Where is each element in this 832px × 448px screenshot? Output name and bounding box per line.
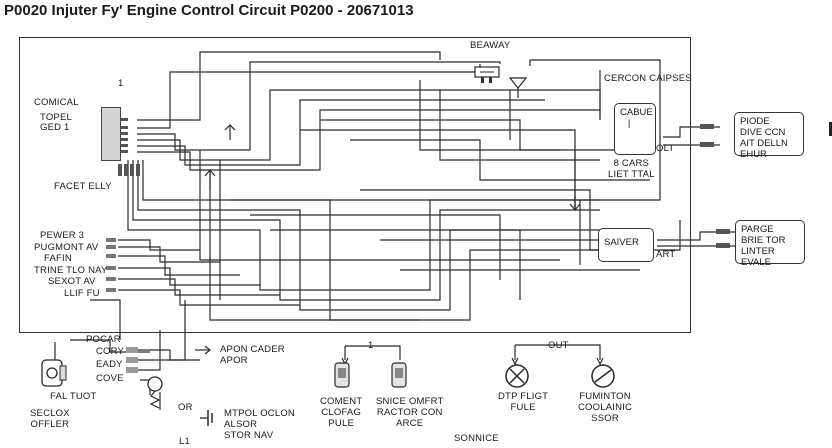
- out-label: OUT: [548, 340, 569, 351]
- snice-label: SNICE OMFRT RACTOR CON ARCE: [376, 396, 444, 429]
- left-connector-pins: [106, 238, 116, 292]
- bottom-connector-pins: [126, 347, 138, 373]
- fuminton-label: FUMINTON COOLAINIC SSOR: [578, 391, 633, 424]
- trine-label: TRINE TLO NAY: [34, 265, 108, 276]
- saiver-box: SAIVER: [598, 228, 654, 262]
- slash-circle-icon: [591, 364, 615, 388]
- eady-label: EADY: [96, 359, 123, 370]
- prohibit-circle-icon: [505, 364, 529, 388]
- ecu-harness-wires: [127, 51, 681, 321]
- piode-box-text: PIODE DIVE CCN AIT DELLN EHUR: [740, 116, 788, 160]
- pugmont-label: PUGMONT AV: [34, 242, 99, 253]
- fuse-icon: [334, 362, 407, 388]
- facet-label: FACET ELLY: [54, 181, 112, 192]
- llif-label: LLIF FU: [64, 288, 100, 299]
- dtp-label: DTP FLIGT FULE: [498, 391, 549, 413]
- cabue-box: CABUE |: [614, 103, 656, 155]
- pewer-label: PEWER 3: [40, 230, 85, 241]
- fal-tuot-label: FAL TUOT: [50, 391, 97, 402]
- fafin-label: FAFIN: [44, 253, 72, 264]
- cercon-label: CERCON CAIPSES: [604, 73, 692, 84]
- ged-label: GED 1: [40, 122, 70, 133]
- parge-box-text: PARGE BRIE TOR LINTER EVALE: [741, 224, 786, 268]
- topel-label: TOPEL: [40, 112, 72, 123]
- arrow-heads: [195, 124, 652, 366]
- bottom-wires: [54, 299, 601, 410]
- mtpol-label: MTPOL OCLON ALSOR STOR NAV: [224, 408, 295, 441]
- ecu-pins: [118, 118, 140, 176]
- page-title: P0020 Injuter Fy' Engine Control Circuit…: [4, 2, 414, 19]
- relay-icon: [508, 77, 528, 98]
- coolant-sensor-icon: [147, 376, 163, 409]
- sexot-label: SEXOT AV: [48, 276, 96, 287]
- pocar-label: POCAR: [86, 334, 121, 345]
- right-terminal-pins: [700, 124, 730, 248]
- pin-label: 1: [118, 78, 124, 89]
- left-input-wires: [118, 239, 300, 306]
- art-label: ART: [656, 249, 676, 260]
- edge-marker: [829, 122, 832, 136]
- sensor-connector-icon: [41, 359, 67, 387]
- top-connector-block: [474, 66, 500, 83]
- parge-box: PARGE BRIE TOR LINTER EVALE: [735, 220, 805, 268]
- saiver-box-text: SAIVER: [604, 237, 639, 248]
- beaway-label: BEAWAY: [470, 40, 511, 51]
- sonnice-label: SONNICE: [454, 433, 499, 444]
- diagram-frame: [19, 37, 691, 333]
- seclox-label: SECLOX OFFLER: [30, 408, 70, 430]
- cabue-box-text: CABUE |: [620, 107, 653, 129]
- comical-label: COMICAL: [34, 97, 79, 108]
- ecu-module: [101, 107, 121, 161]
- cove-label: COVE: [96, 373, 124, 384]
- apon-label: APON CADER APOR: [220, 344, 285, 366]
- one-label: 1: [368, 340, 374, 351]
- cory-label: CORY: [96, 346, 125, 357]
- olt-label: OLT: [656, 143, 675, 154]
- coment-label: COMENT CLOFAG PULE: [320, 396, 363, 429]
- l1-label: L1: [179, 436, 190, 447]
- or-label: OR: [178, 402, 193, 413]
- ground-icon: [200, 410, 213, 426]
- piode-box: PIODE DIVE CCN AIT DELLN EHUR: [734, 112, 804, 160]
- cars-label: 8 CARS LIET TTAL: [608, 158, 655, 180]
